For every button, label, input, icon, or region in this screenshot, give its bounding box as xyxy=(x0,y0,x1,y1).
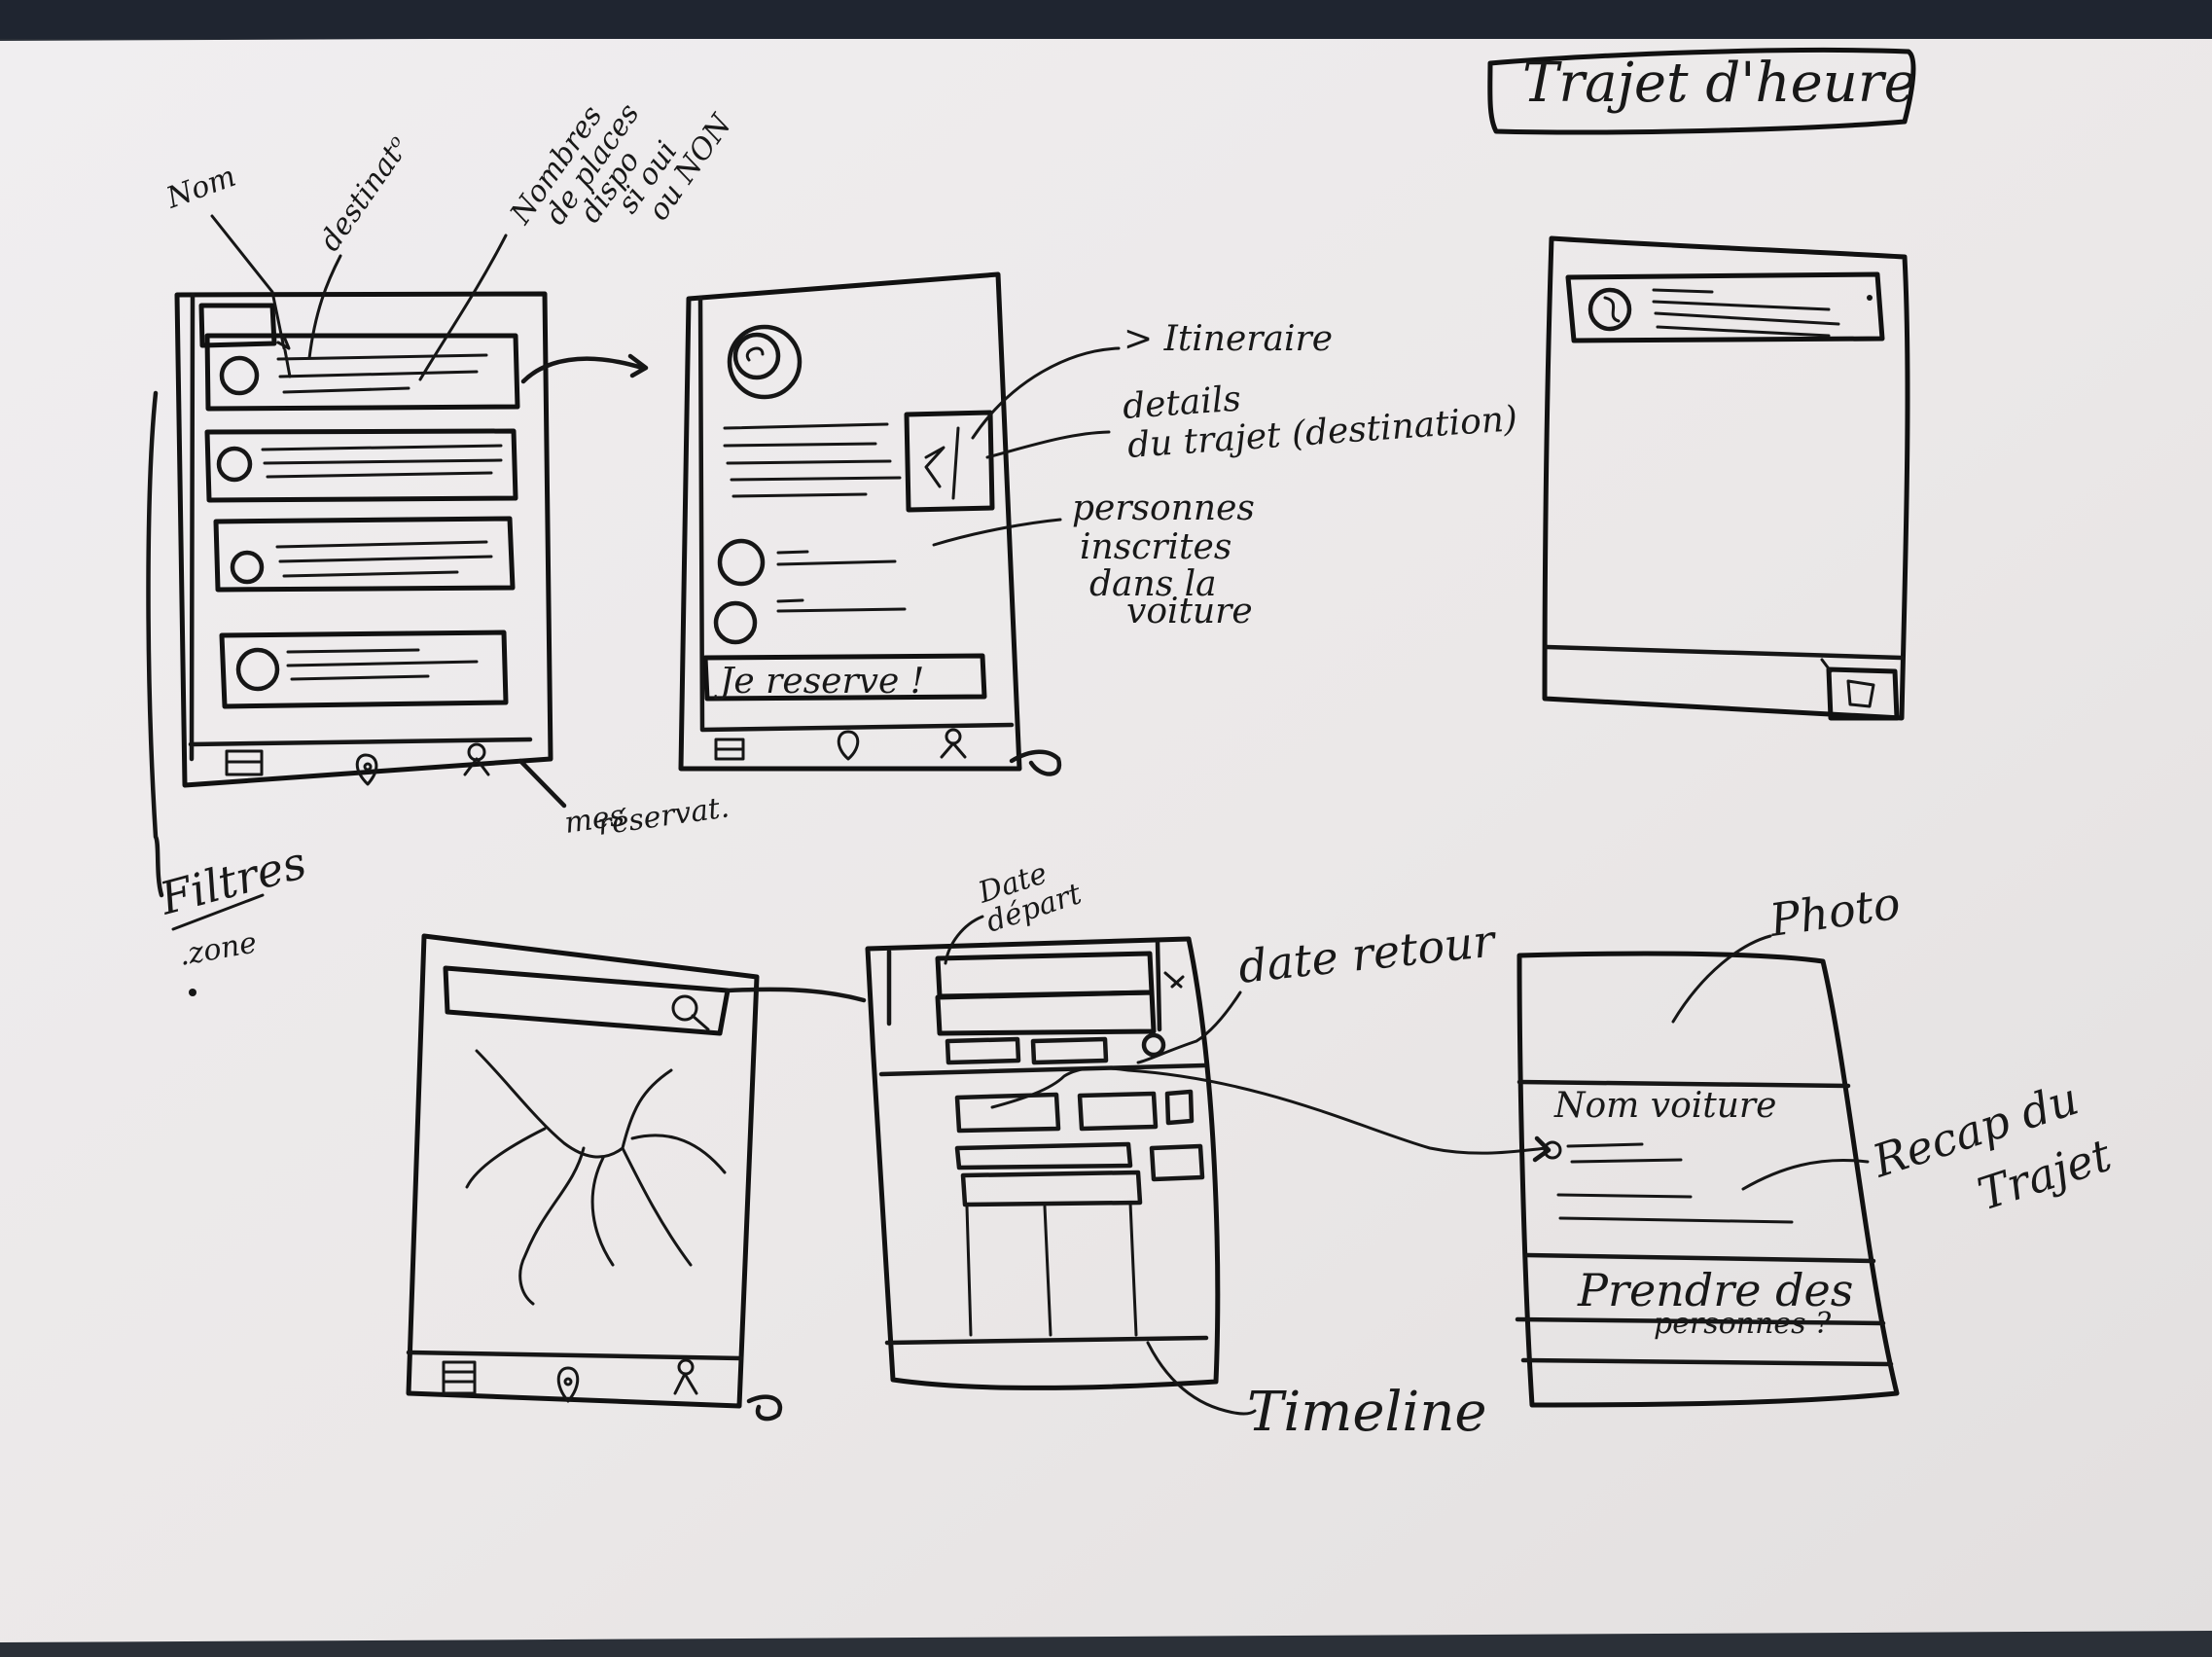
edit-icon[interactable] xyxy=(1826,666,1900,721)
wireframe-6-trip-recap: Nom voiture Prendre des personnes ? xyxy=(1515,951,1900,1408)
wireframe-5-create xyxy=(865,936,1552,1390)
itinerary-map-thumb[interactable] xyxy=(904,410,995,513)
annotation-personnes-4: voiture xyxy=(1126,592,1253,631)
user-icon[interactable] xyxy=(673,1358,698,1395)
bottom-nav-4 xyxy=(442,1358,698,1403)
annotation-details-1: details xyxy=(1122,379,1242,427)
list-card-3[interactable] xyxy=(213,516,516,593)
annotation-personnes-1: personnes xyxy=(1072,488,1255,528)
annotation-personnes-3: dans la xyxy=(1089,564,1217,604)
list-card-1[interactable] xyxy=(204,333,520,412)
search-icon xyxy=(671,994,710,1031)
page-title: Trajet d'heure xyxy=(1522,52,1916,115)
map-pin-icon[interactable] xyxy=(556,1366,580,1403)
annotation-timeline: Timeline xyxy=(1247,1381,1487,1444)
paper-sheet xyxy=(0,31,2212,1642)
annotation-personnes-2: inscrites xyxy=(1080,527,1231,567)
list-icon[interactable] xyxy=(225,749,264,776)
passenger-2 xyxy=(713,598,907,645)
passenger-1 xyxy=(717,538,897,587)
map-pin-icon[interactable] xyxy=(837,730,860,761)
annotation-itineraire: > Itineraire xyxy=(1124,319,1333,359)
date-retour-field[interactable] xyxy=(935,990,1157,1036)
wireframe-3-messages xyxy=(1542,235,1910,721)
user-icon[interactable] xyxy=(463,742,490,776)
wireframe-4-map xyxy=(406,933,867,1422)
svg-text:Prendre des: Prendre des xyxy=(1577,1264,1853,1316)
user-icon[interactable] xyxy=(940,728,967,759)
list-card-2[interactable] xyxy=(204,428,518,503)
top-edge xyxy=(0,0,2212,39)
list-icon[interactable] xyxy=(442,1360,477,1395)
avatar xyxy=(727,324,803,400)
wireframe-1-list xyxy=(174,291,567,809)
bottom-nav-1 xyxy=(225,742,490,786)
svg-text:Je reserve !: Je reserve ! xyxy=(713,662,924,702)
car-name-label: Nom voiture xyxy=(1553,1086,1776,1126)
annotation-mes-reservations-1: mes xyxy=(562,799,626,841)
list-card-4[interactable] xyxy=(219,630,509,709)
search-bar[interactable] xyxy=(443,965,731,1036)
list-icon[interactable] xyxy=(714,738,745,761)
wireframe-2-detail: Je reserve ! xyxy=(678,271,1062,776)
message-card[interactable] xyxy=(1565,271,1885,343)
car-photo-area xyxy=(1516,1079,1851,1089)
map-pin-icon[interactable] xyxy=(355,753,378,786)
bottom-nav-2 xyxy=(714,728,967,761)
title-box: Trajet d'heure xyxy=(1487,47,1916,135)
reserve-button[interactable]: Je reserve ! xyxy=(702,653,987,702)
